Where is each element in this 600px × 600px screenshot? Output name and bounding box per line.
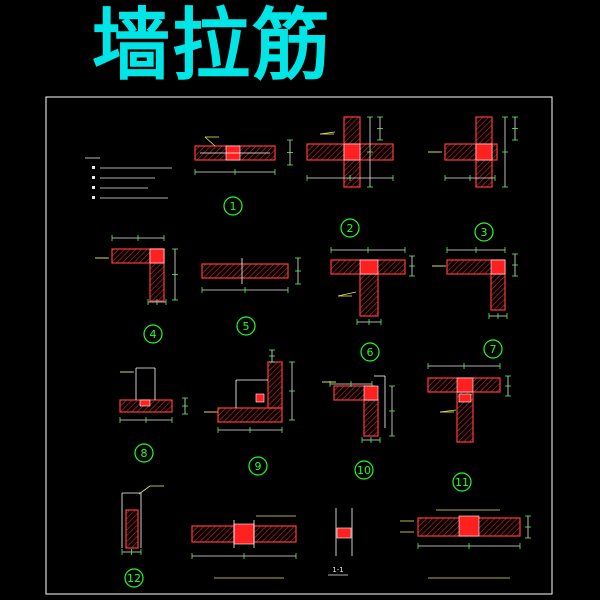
- drawing-title: 墙拉筋: [92, 1, 333, 91]
- detail-number: 12: [127, 572, 141, 585]
- leader-line: [138, 485, 151, 495]
- bubble-circle: [474, 222, 494, 242]
- wall-segment: [217, 407, 283, 423]
- bubble-circle: [354, 460, 374, 480]
- detail-number: 6: [367, 346, 374, 359]
- tie-core: [475, 143, 493, 161]
- tie-core: [233, 523, 255, 545]
- tie-core: [490, 259, 506, 275]
- wall-segment: [201, 263, 289, 279]
- tie-core: [458, 393, 472, 403]
- leader-line: [204, 136, 216, 147]
- bubble-circle: [340, 218, 360, 238]
- wall-segment: [363, 399, 379, 437]
- detail-number: 3: [481, 226, 488, 239]
- detail-10: [322, 375, 395, 443]
- leader-line: [337, 291, 357, 297]
- detail-4: [95, 235, 178, 305]
- detail-number-bubble: 4: [143, 324, 163, 344]
- tie-core: [458, 515, 480, 537]
- wall-segment: [490, 273, 506, 311]
- detail-wall-lap: [191, 515, 297, 579]
- tie-core: [139, 399, 151, 407]
- bubble-circle: [452, 472, 472, 492]
- wall-segment: [125, 509, 139, 549]
- tie-core: [363, 385, 379, 401]
- note-bullet: [92, 166, 95, 169]
- detail-section-1-1: 1-1: [328, 508, 353, 576]
- detail-8: [119, 367, 188, 423]
- detail-number: 1: [230, 200, 237, 213]
- bubble-circle: [483, 339, 503, 359]
- detail-2: [306, 116, 394, 188]
- bubble-circle: [134, 443, 154, 463]
- detail-number: 11: [455, 476, 469, 489]
- detail-9: [204, 349, 295, 433]
- title-banner: 墙拉筋: [0, 0, 600, 95]
- tie-core: [149, 248, 165, 264]
- wall-segment: [267, 361, 283, 409]
- detail-11: [427, 363, 511, 443]
- detail-long-wall: [400, 509, 531, 579]
- detail-number: 2: [347, 222, 354, 235]
- bubble-circle: [124, 568, 144, 588]
- tie-core: [456, 377, 474, 393]
- detail-1: [194, 136, 293, 175]
- detail-number-bubble: 1: [223, 196, 243, 216]
- bubble-circle: [236, 316, 256, 336]
- note-bullet: [92, 176, 95, 179]
- wall-segment: [359, 273, 379, 317]
- detail-number-bubble: 11: [452, 472, 472, 492]
- detail-number: 9: [255, 460, 262, 473]
- bubble-circle: [143, 324, 163, 344]
- drawing-frame: [45, 96, 553, 595]
- detail-5: [201, 257, 301, 293]
- tie-core: [343, 143, 361, 161]
- tie-core: [336, 527, 352, 539]
- detail-7: [432, 247, 518, 319]
- detail-number-bubble: 10: [354, 460, 374, 480]
- detail-6: [330, 247, 415, 325]
- note-bullet: [92, 196, 95, 199]
- note-bullet: [92, 186, 95, 189]
- tie-core: [359, 259, 379, 275]
- detail-number-bubble: 9: [248, 456, 268, 476]
- detail-number: 8: [141, 447, 148, 460]
- bubble-circle: [248, 456, 268, 476]
- detail-number: 7: [490, 343, 497, 356]
- detail-number: 4: [150, 328, 157, 341]
- detail-number: 5: [243, 320, 250, 333]
- detail-number-bubble: 7: [483, 339, 503, 359]
- detail-number-bubble: 5: [236, 316, 256, 336]
- detail-number-bubble: 8: [134, 443, 154, 463]
- wall-segment: [191, 525, 235, 543]
- tie-core: [255, 393, 265, 403]
- detail-number-bubble: 6: [360, 342, 380, 362]
- detail-3: [428, 116, 518, 188]
- detail-number-bubble: 2: [340, 218, 360, 238]
- detail-number-bubble: 12: [124, 568, 144, 588]
- notes-block: [85, 157, 172, 199]
- detail-number-bubble: 3: [474, 222, 494, 242]
- detail-12: [121, 485, 164, 555]
- section-mark-label: 1-1: [332, 566, 343, 574]
- bubble-circle: [360, 342, 380, 362]
- detail-number: 10: [357, 464, 371, 477]
- bubble-circle: [223, 196, 243, 216]
- wall-segment: [253, 525, 297, 543]
